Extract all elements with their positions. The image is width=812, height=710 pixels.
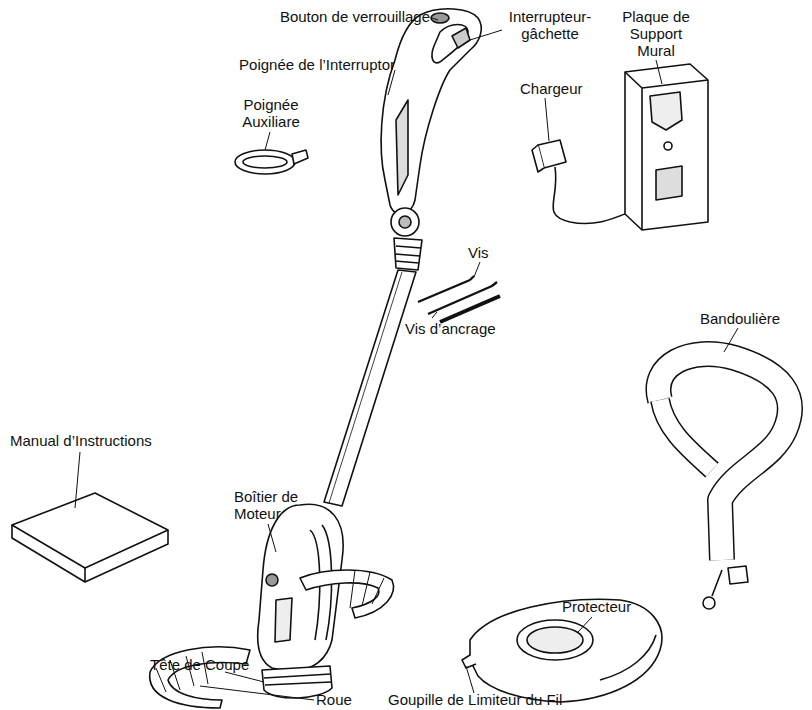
part-label: Poignée de l’Interruptor — [175, 56, 395, 73]
leader-line — [474, 262, 480, 277]
housing-panel — [275, 598, 292, 642]
leader-line — [578, 617, 592, 632]
wheel — [300, 570, 393, 618]
part-label: Interrupteur- gâchette — [500, 8, 600, 42]
auxiliary-handle-hole — [243, 156, 287, 168]
part-label: Tête de Coupe — [150, 656, 270, 673]
shoulder-strap — [658, 354, 789, 560]
leader-line — [545, 98, 549, 141]
strap-outline — [658, 354, 789, 560]
switch-handle — [381, 9, 481, 214]
screw — [428, 282, 497, 314]
guard-opening — [517, 620, 593, 660]
instruction-manual — [12, 493, 168, 568]
guard-ring — [527, 627, 583, 653]
part-label: Plaque de Support Mural — [612, 8, 700, 59]
leader-line — [466, 666, 474, 693]
strap-band — [660, 400, 712, 470]
leader-line — [388, 70, 395, 95]
line-limiter-pin — [462, 655, 476, 668]
leader-line — [268, 524, 276, 552]
shaft-collar — [394, 238, 422, 270]
strap-outline — [660, 400, 712, 470]
strap-buckle — [728, 566, 748, 584]
leader-line — [200, 686, 314, 700]
part-label: Roue — [316, 691, 366, 708]
part-label: Vis — [468, 244, 508, 261]
leader-line — [470, 30, 502, 40]
leader-line — [432, 18, 438, 20]
part-label: Vis d’ancrage — [405, 320, 525, 337]
part-label: Bouton de verrouillage — [255, 8, 430, 25]
leader-line — [75, 452, 80, 508]
grip-slot — [396, 100, 408, 195]
collar-ribs — [395, 246, 421, 263]
housing-button — [266, 574, 278, 586]
cutting-head-rings — [264, 674, 331, 685]
charger-side — [532, 145, 544, 172]
part-label: Protecteur — [562, 598, 652, 615]
wall-anchor — [440, 296, 500, 322]
leader-line — [432, 312, 437, 318]
wall-plate-contacts — [656, 166, 682, 200]
auxiliary-handle-tab — [292, 150, 308, 164]
trigger-switch — [452, 28, 470, 48]
pivot-joint — [391, 208, 419, 236]
pivot-knob — [399, 216, 411, 228]
part-label: Boîtier de Moteur — [234, 488, 314, 522]
wall-plate-edges — [625, 72, 708, 230]
leader-line — [225, 672, 264, 682]
strap-cord — [712, 570, 722, 596]
leader-line — [724, 328, 738, 352]
motor-housing — [258, 504, 344, 672]
manual-thickness — [12, 525, 168, 582]
strap-clip — [703, 597, 715, 609]
telescopic-shaft — [324, 270, 416, 506]
lock-button — [431, 13, 449, 23]
wall-plate-slot — [650, 92, 682, 130]
guard-edge — [600, 635, 656, 680]
strap-band — [658, 354, 789, 560]
part-label: Manual d’Instructions — [10, 432, 190, 449]
leader-line — [265, 132, 270, 150]
wall-plate-hole — [664, 142, 672, 150]
wheel-tread — [350, 570, 384, 608]
illustration-group — [12, 9, 790, 708]
leader-lines — [75, 18, 738, 700]
shaft-highlight — [329, 272, 402, 503]
leader-line — [656, 60, 662, 84]
part-label: Poignée Auxiliare — [230, 96, 312, 130]
part-label: Bandoulière — [700, 310, 800, 327]
part-label: Chargeur — [520, 80, 610, 97]
part-label: Goupille de Limiteur du Fil — [388, 691, 618, 708]
auxiliary-handle — [235, 150, 295, 174]
wall-mount-plate — [625, 64, 708, 230]
